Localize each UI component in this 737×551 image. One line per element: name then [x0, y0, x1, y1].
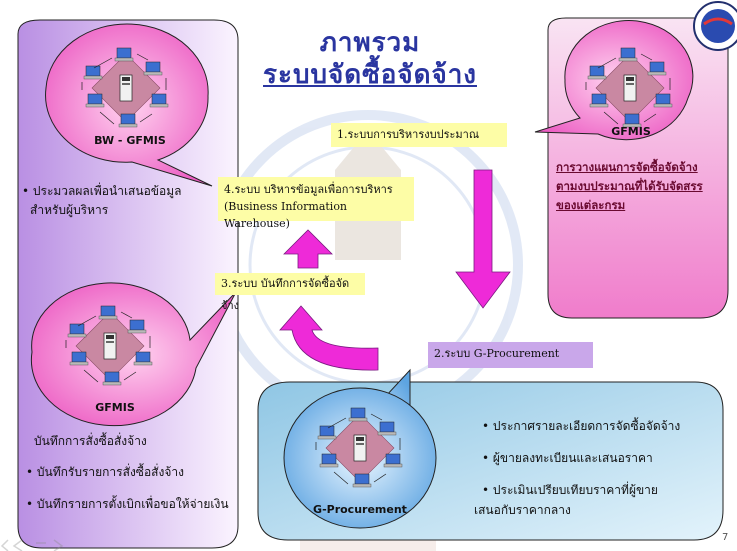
- gprocurement-label: G-Procurement: [313, 503, 407, 516]
- gfmis-left-label: GFMIS: [95, 401, 135, 414]
- plan-line1: การวางแผนการจัดซื้อจัดจ้าง: [556, 160, 698, 174]
- arrow-up-small: [283, 229, 333, 269]
- page-number: 7: [722, 532, 729, 543]
- arrow-curved: [279, 305, 379, 371]
- plan-text: การวางแผนการจัดซื้อจัดจ้าง ตามงบประมาณที…: [556, 158, 726, 215]
- step4-line2: (Business Information Warehouse): [224, 200, 348, 230]
- record-bullet2: • บันทึกรายการตั้งเบิกเพื่อขอให้จ่ายเงิน: [26, 497, 229, 511]
- logo-icon: [693, 1, 737, 51]
- plan-line3: ของแต่ละกรม: [556, 198, 626, 212]
- record-bullet1: • บันทึกรับรายการสั่งซื้อสั่งจ้าง: [26, 465, 184, 479]
- step3-box: 3.ระบบ บันทึกการจัดซื้อจัดจ้าง: [215, 273, 365, 312]
- title-line2: ระบบจัดซื้อจัดจ้าง: [263, 60, 477, 90]
- gp-bullet3-line1: • ประเมินเปรียบเทียบราคาที่ผู้ขาย: [482, 483, 658, 497]
- bw-note-line2: สำหรับผู้บริหาร: [30, 203, 109, 217]
- gp-bullet3-line2: เสนอกับราคากลาง: [474, 503, 571, 517]
- gfmis-top-label: GFMIS: [611, 125, 651, 138]
- arrow-down: [455, 169, 511, 309]
- title-line1: ภาพรวม: [319, 28, 421, 58]
- gp-bullet1: • ประกาศรายละเอียดการจัดซื้อจัดจ้าง: [482, 419, 681, 433]
- nav-arrows: [0, 539, 64, 551]
- plan-line2: ตามงบประมาณที่ได้รับจัดสรร: [556, 179, 703, 193]
- bw-gfmis-label: BW - GFMIS: [94, 134, 166, 147]
- step2-box: 2.ระบบ G-Procurement: [428, 342, 593, 368]
- gp-bullet3: • ประเมินเปรียบเทียบราคาที่ผู้ขาย เสนอกั…: [474, 480, 718, 520]
- record-title: บันทึกการสั่งซื้อสั่งจ้าง: [34, 434, 147, 448]
- bw-note-line1: • ประมวลผลเพื่อนำเสนอข้อมูล: [22, 184, 182, 198]
- step4-box: 4.ระบบ บริหารข้อมูลเพื่อการบริหาร (Busin…: [218, 177, 414, 230]
- step4-line1: 4.ระบบ บริหารข้อมูลเพื่อการบริหาร: [224, 183, 393, 196]
- gp-bullet2: • ผู้ขายลงทะเบียนและเสนอราคา: [482, 451, 653, 465]
- bw-note: • ประมวลผลเพื่อนำเสนอข้อมูล สำหรับผู้บริ…: [22, 182, 232, 220]
- step1-box: 1.ระบบการบริหารงบประมาณ: [331, 123, 507, 147]
